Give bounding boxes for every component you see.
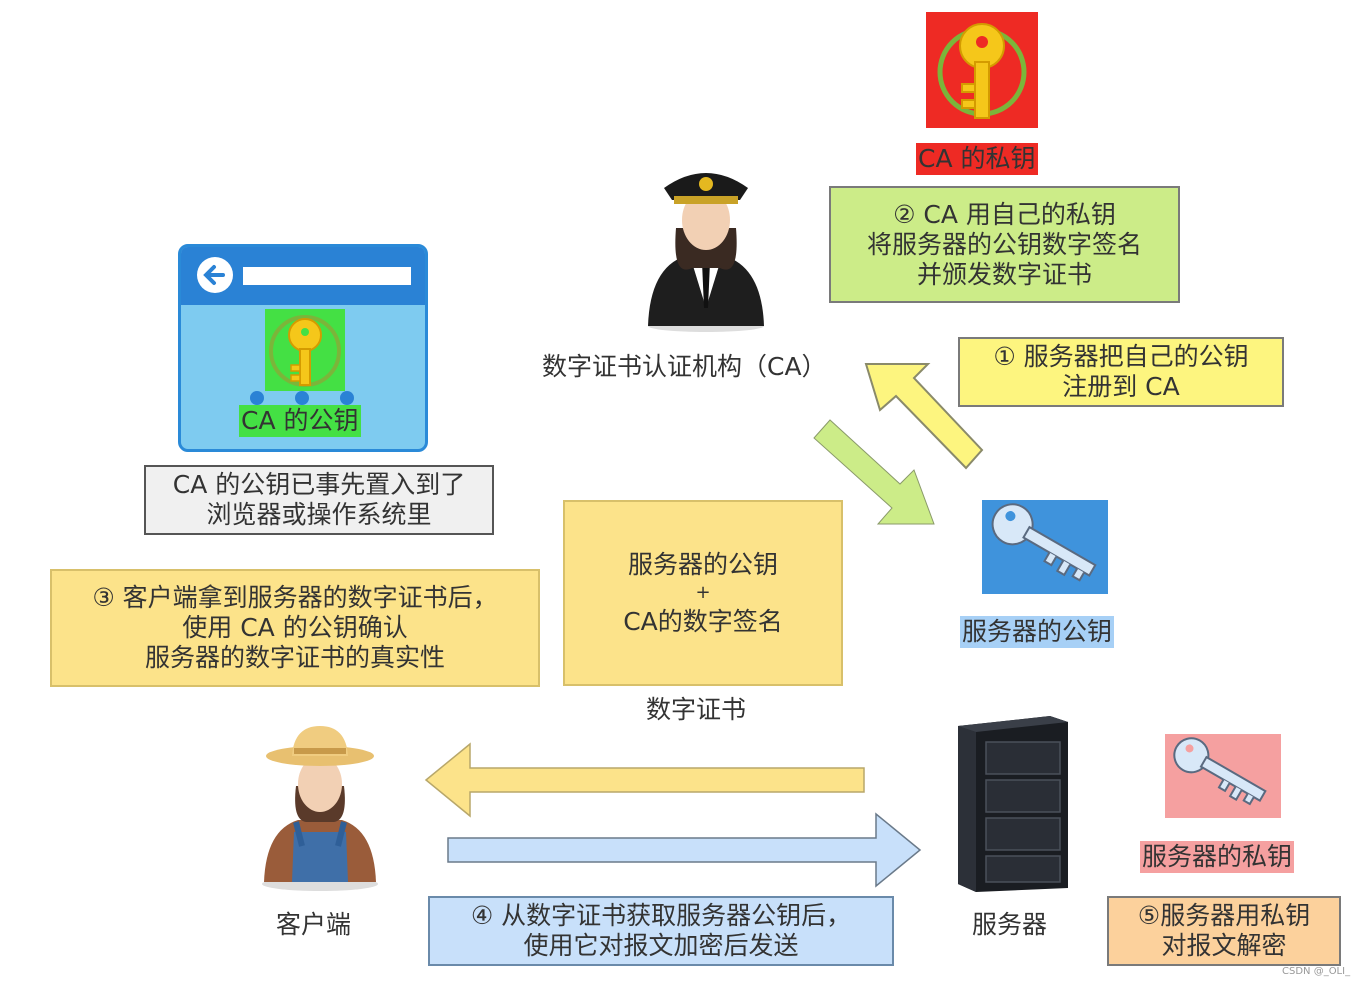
preinstalled-box: CA 的公钥已事先置入到了 浏览器或操作系统里 bbox=[144, 465, 494, 535]
server-private-key-label: 服务器的私钥 bbox=[1140, 841, 1295, 873]
certificate-box: 服务器的公钥 + CA的数字签名 bbox=[563, 500, 843, 686]
back-arrow-icon bbox=[197, 257, 233, 293]
step4-line-1: ④ 从数字证书获取服务器公钥后， bbox=[470, 901, 852, 930]
certificate-line-3: CA的数字签名 bbox=[623, 606, 783, 636]
certificate-caption: 数字证书 bbox=[646, 695, 747, 724]
ca-authority-label: 数字证书认证机构（CA） bbox=[542, 352, 827, 381]
step5-box: ⑤服务器用私钥 对报文解密 bbox=[1107, 896, 1341, 966]
server-public-key-icon bbox=[982, 500, 1108, 594]
step2-box: ② CA 用自己的私钥 将服务器的公钥数字签名 并颁发数字证书 bbox=[829, 186, 1180, 303]
step3-line-1: ③ 客户端拿到服务器的数字证书后， bbox=[92, 583, 498, 612]
step4-box: ④ 从数字证书获取服务器公钥后， 使用它对报文加密后发送 bbox=[428, 896, 894, 966]
certificate-line-1: 服务器的公钥 bbox=[627, 550, 778, 580]
step3-line-2: 使用 CA 的公钥确认 bbox=[182, 613, 408, 642]
step5-line-1: ⑤服务器用私钥 bbox=[1137, 901, 1311, 930]
watermark: CSDN @_OLI_ bbox=[1282, 966, 1351, 977]
browser-ca-public-key-label: CA 的公钥 bbox=[239, 405, 361, 437]
client-avatar bbox=[256, 722, 384, 892]
ca-public-key-icon bbox=[265, 309, 345, 391]
step1-line-1: ① 服务器把自己的公钥 bbox=[993, 342, 1249, 371]
certificate-line-2: + bbox=[695, 582, 711, 604]
preinstalled-line-2: 浏览器或操作系统里 bbox=[206, 500, 432, 529]
ca-private-key-label: CA 的私钥 bbox=[916, 143, 1038, 175]
preinstalled-line-1: CA 的公钥已事先置入到了 bbox=[172, 470, 466, 499]
step1-box: ① 服务器把自己的公钥 注册到 CA bbox=[958, 337, 1284, 407]
server-tower-icon bbox=[950, 712, 1074, 892]
step3-box: ③ 客户端拿到服务器的数字证书后， 使用 CA 的公钥确认 服务器的数字证书的真… bbox=[50, 569, 540, 687]
client-label: 客户端 bbox=[276, 910, 352, 939]
step2-line-3: 并颁发数字证书 bbox=[916, 259, 1092, 289]
address-bar bbox=[243, 267, 411, 285]
step2-line-2: 将服务器的公钥数字签名 bbox=[866, 229, 1142, 259]
step3-line-3: 服务器的数字证书的真实性 bbox=[144, 643, 445, 672]
step1-line-2: 注册到 CA bbox=[1062, 372, 1180, 401]
step2-line-1: ② CA 用自己的私钥 bbox=[893, 199, 1116, 229]
browser-dots bbox=[247, 391, 357, 405]
ca-private-key-icon bbox=[926, 12, 1038, 128]
server-public-key-label: 服务器的公钥 bbox=[960, 616, 1115, 648]
server-label: 服务器 bbox=[972, 910, 1048, 939]
server-private-key-icon bbox=[1165, 734, 1281, 818]
step4-line-2: 使用它对报文加密后发送 bbox=[523, 931, 799, 960]
ca-officer-avatar bbox=[640, 158, 770, 333]
browser-window: CA 的公钥 bbox=[178, 244, 428, 452]
step5-line-2: 对报文解密 bbox=[1161, 931, 1287, 960]
